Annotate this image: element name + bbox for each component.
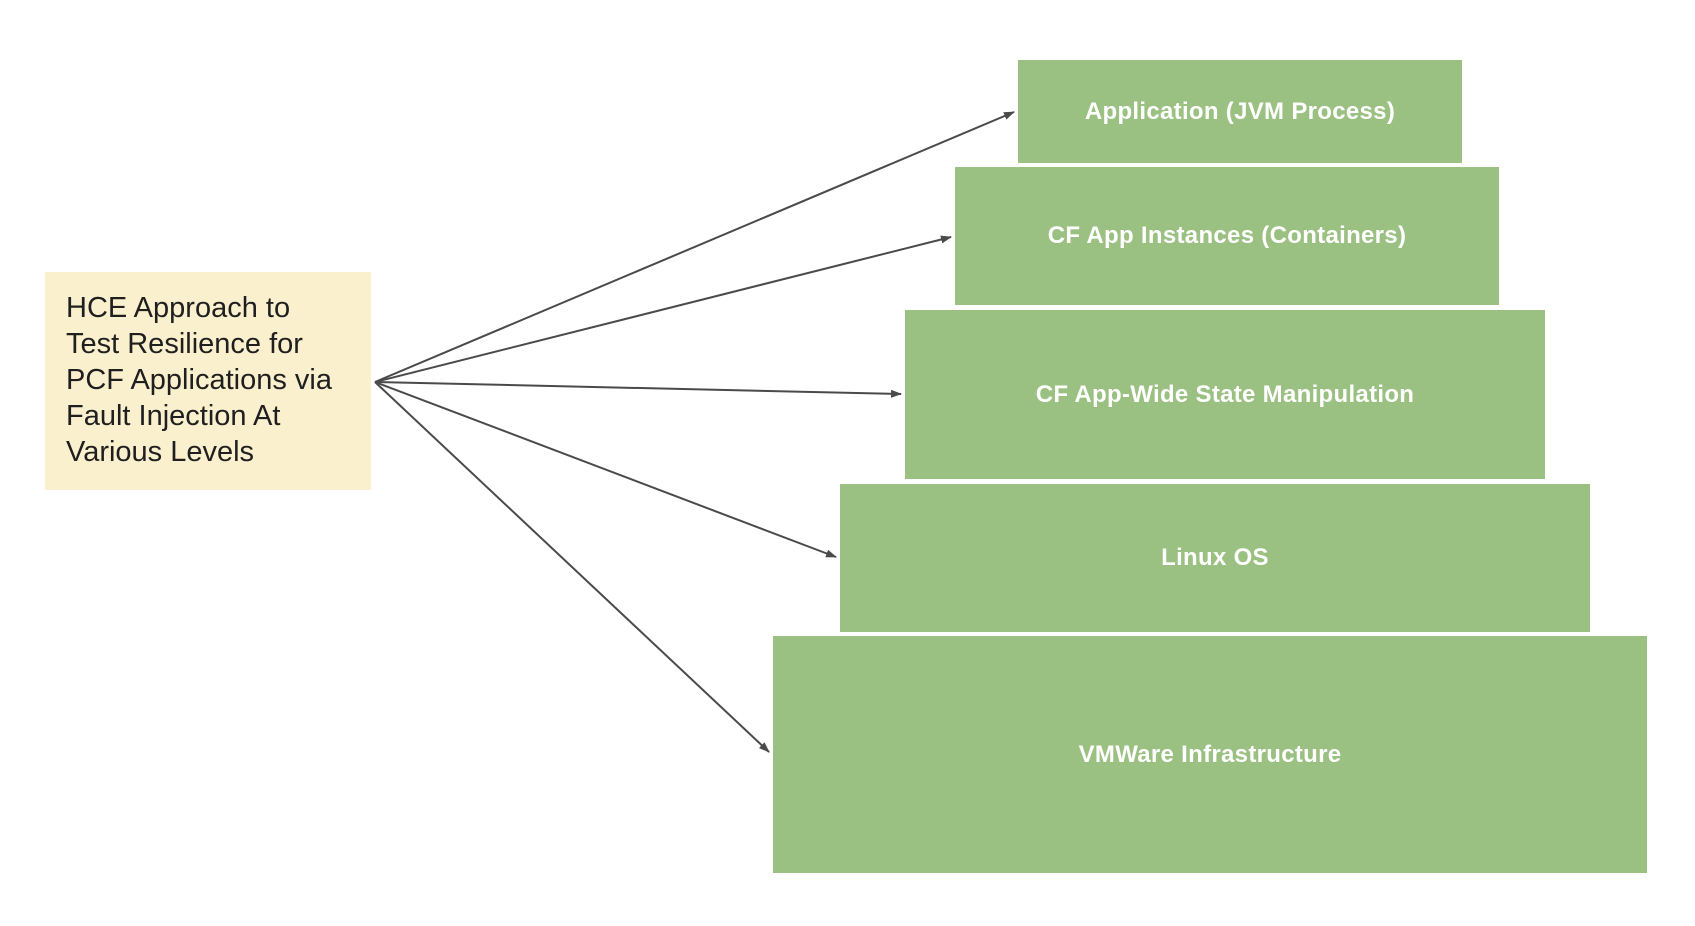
level-box-application-jvm-process: Application (JVM Process) xyxy=(1018,60,1462,163)
level-box-linux-os: Linux OS xyxy=(840,484,1590,632)
source-note-line-3: PCF Applications via xyxy=(66,364,332,396)
source-note-line-4: Fault Injection At xyxy=(66,400,281,432)
source-note: HCE Approach to Test Resilience for PCF … xyxy=(45,272,371,490)
arrow-to-vmware-infrastructure xyxy=(374,381,770,753)
level-box-cf-app-instances-containers: CF App Instances (Containers) xyxy=(955,167,1499,305)
arrow-to-cf-app-instances xyxy=(374,235,952,383)
level-label-linux-os: Linux OS xyxy=(1161,544,1269,571)
level-box-vmware-infrastructure: VMWare Infrastructure xyxy=(773,636,1647,873)
level-label-cf-app-wide-state-manipulation: CF App-Wide State Manipulation xyxy=(1035,380,1415,408)
level-label-vmware-infrastructure: VMWare Infrastructure xyxy=(1078,740,1342,768)
arrow-to-linux-os xyxy=(374,381,837,558)
level-box-cf-app-wide-state-manipulation: CF App-Wide State Manipulation xyxy=(905,310,1545,479)
level-label-cf-app-instances-containers: CF App Instances (Containers) xyxy=(1047,222,1407,249)
source-note-line-5: Various Levels xyxy=(66,436,255,468)
source-note-line-2: Test Resilience for xyxy=(66,328,303,360)
arrow-to-cf-app-wide-state xyxy=(374,381,902,398)
level-label-application-jvm-process: Application (JVM Process) xyxy=(1084,97,1396,125)
source-note-line-1: HCE Approach to xyxy=(66,292,291,324)
